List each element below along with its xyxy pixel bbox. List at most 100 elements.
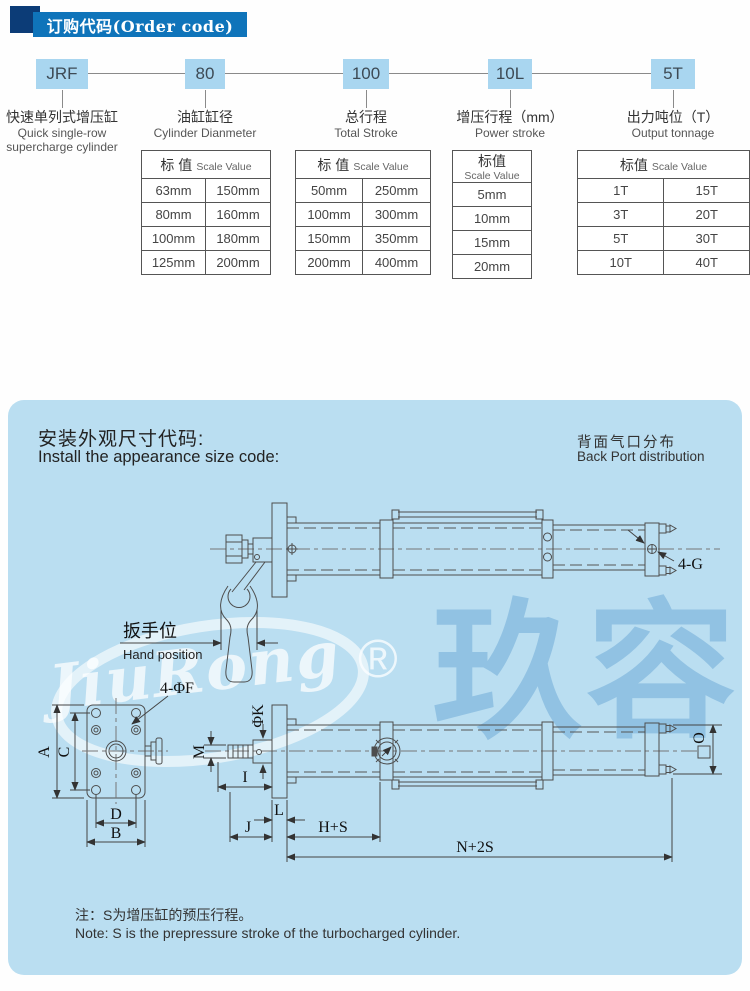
dim-label-k: ΦK xyxy=(250,704,267,728)
code-stem xyxy=(62,90,63,108)
cell: 3T xyxy=(576,202,665,227)
cell: 150mm xyxy=(205,178,271,203)
hand-position-label-cn: 扳手位 xyxy=(123,621,177,641)
code-box-stroke: 100 xyxy=(343,59,389,89)
table-header-en: Scale Value xyxy=(651,160,708,173)
cell: 15T xyxy=(663,178,750,203)
wrench-drawing: 扳手位 Hand position xyxy=(120,585,278,683)
code-label-cn: 快速单列式增压缸 xyxy=(6,109,118,125)
hand-position-label-en: Hand position xyxy=(123,647,203,662)
back-port-label-en: Back Port distribution xyxy=(577,449,705,464)
table-header-cn: 标值 xyxy=(478,153,506,169)
code-label-en: Power stroke xyxy=(474,126,546,140)
table-header-cn: 标 值 xyxy=(317,156,350,173)
code-value: 80 xyxy=(195,64,215,83)
code-stem xyxy=(205,90,206,108)
dim-label-holes: 4-ΦF xyxy=(160,680,194,697)
note-en: Note: S is the prepressure stroke of the… xyxy=(75,925,461,941)
code-label-model: 快速单列式增压缸 Quick single-row supercharge cy… xyxy=(0,108,142,154)
code-label-en: Quick single-row xyxy=(17,126,107,140)
dim-label-a: A xyxy=(36,746,53,758)
dim-label-m: M xyxy=(191,745,208,759)
table-header-en: Scale Value xyxy=(353,160,409,173)
flange-front-view: A C 4-ΦF D B xyxy=(36,680,194,847)
dim-label-ports: 4-G xyxy=(678,556,703,573)
code-box-model: JRF xyxy=(36,59,88,89)
cell: 80mm xyxy=(141,202,206,227)
top-cylinder-drawing: 4-G xyxy=(210,502,720,598)
code-label-en: Total Stroke xyxy=(334,126,398,140)
cell: 150mm xyxy=(295,226,363,251)
back-port-label-cn: 背面气口分布 xyxy=(577,435,676,451)
dim-label-j: J xyxy=(245,819,251,836)
code-stem xyxy=(366,90,367,108)
dim-label-n2s: N+2S xyxy=(456,839,493,856)
code-label-en: Cylinder Dianmeter xyxy=(153,126,257,140)
table-header-cn: 标值 xyxy=(619,156,648,173)
cell: 20mm xyxy=(452,254,532,279)
code-stem xyxy=(673,90,674,108)
port-nipple-bottom xyxy=(658,565,677,576)
cell: 20T xyxy=(663,202,750,227)
dim-label-c: C xyxy=(56,747,73,758)
code-box-power-stroke: 10L xyxy=(488,59,532,89)
cell: 40T xyxy=(663,250,750,275)
cell: 30T xyxy=(663,226,750,251)
table-header-en: Scale Value xyxy=(464,170,520,182)
code-value: 5T xyxy=(663,64,683,83)
code-label-stroke: 总行程 Total Stroke xyxy=(286,108,446,140)
cell: 160mm xyxy=(205,202,271,227)
dim-label-l: L xyxy=(274,802,284,819)
code-value: JRF xyxy=(46,64,78,83)
cell: 350mm xyxy=(362,226,431,251)
table-header-en: Scale Value xyxy=(196,160,252,173)
code-box-tonnage: 5T xyxy=(651,59,695,89)
code-label-power-stroke: 增压行程（mm） Power stroke xyxy=(430,108,590,140)
code-label-en2: supercharge cylinder xyxy=(6,140,118,154)
table-header-cn: 标 值 xyxy=(160,156,193,173)
cell: 125mm xyxy=(141,250,206,275)
code-label-bore: 油缸缸径 Cylinder Dianmeter xyxy=(125,108,285,140)
code-label-tonnage: 出力吨位（T） Output tonnage xyxy=(593,108,750,140)
cell: 5mm xyxy=(452,182,532,207)
cell: 100mm xyxy=(295,202,363,227)
port-nipple-top xyxy=(658,723,677,734)
cell: 15mm xyxy=(452,230,532,255)
cell: 63mm xyxy=(141,178,206,203)
code-value: 10L xyxy=(495,64,525,83)
cell: 180mm xyxy=(205,226,271,251)
section-title: 订购代码(Order code) xyxy=(46,16,234,36)
code-label-cn: 总行程 xyxy=(345,109,387,125)
dimension-drawings: 4-G 扳手位 Hand position xyxy=(36,502,722,862)
section-header-banner: 订购代码(Order code) xyxy=(33,12,247,37)
install-title-cn: 安装外观尺寸代码: xyxy=(38,429,205,450)
install-title-en: Install the appearance size code: xyxy=(38,448,280,466)
code-label-cn: 增压行程（mm） xyxy=(456,109,564,125)
cell: 300mm xyxy=(362,202,431,227)
port-nipple-bottom xyxy=(658,764,677,775)
cell: 50mm xyxy=(295,178,363,203)
cell: 200mm xyxy=(295,250,363,275)
cell: 250mm xyxy=(362,178,431,203)
code-label-cn: 油缸缸径 xyxy=(177,109,233,125)
cylinder-side-view: ΦK M xyxy=(191,704,722,862)
cell: 200mm xyxy=(205,250,271,275)
dim-label-d: D xyxy=(110,806,122,823)
cell: 400mm xyxy=(362,250,431,275)
code-label-cn: 出力吨位（T） xyxy=(626,109,720,125)
dim-label-i: I xyxy=(242,769,247,786)
code-value: 100 xyxy=(351,64,381,83)
dim-label-b: B xyxy=(111,825,122,842)
cell: 10mm xyxy=(452,206,532,231)
code-label-en: Output tonnage xyxy=(631,126,715,140)
cell: 5T xyxy=(576,226,665,251)
